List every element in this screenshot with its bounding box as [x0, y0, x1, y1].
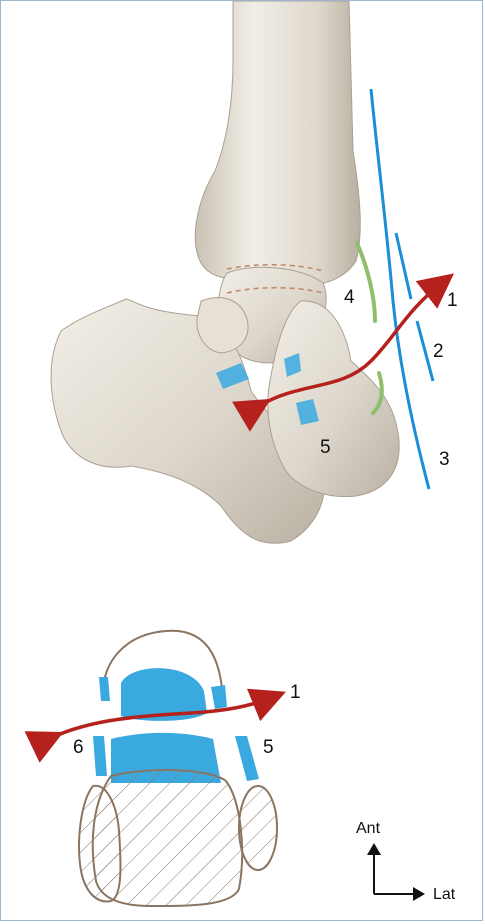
fibula-section [239, 786, 277, 870]
tibia-bone [195, 1, 360, 287]
label-3: 3 [439, 449, 450, 470]
tendon-line-2 [396, 233, 411, 299]
label-bottom-1: 1 [290, 682, 301, 703]
ligament-5-bottom [235, 736, 259, 781]
orientation-axes: Ant Lat [356, 820, 456, 903]
label-bottom-5: 5 [263, 737, 274, 758]
ligament-upper-left [99, 677, 110, 701]
top-figure: 1 2 3 4 5 [51, 1, 458, 543]
axis-right-arrowhead [413, 887, 425, 901]
bottom-figure: 1 5 6 [51, 631, 301, 906]
nerve-upper [357, 243, 375, 321]
axis-up-arrowhead [367, 843, 381, 855]
label-1: 1 [447, 290, 458, 311]
ligament-6 [93, 736, 107, 776]
label-4: 4 [344, 287, 355, 308]
label-bottom-6: 6 [73, 737, 84, 758]
axis-label-lateral: Lat [433, 886, 456, 903]
ligament-upper-right [211, 685, 227, 709]
axis-label-anterior: Ant [356, 820, 381, 837]
tendon-line-3 [417, 321, 433, 381]
label-5: 5 [320, 437, 331, 458]
label-2: 2 [433, 341, 444, 362]
